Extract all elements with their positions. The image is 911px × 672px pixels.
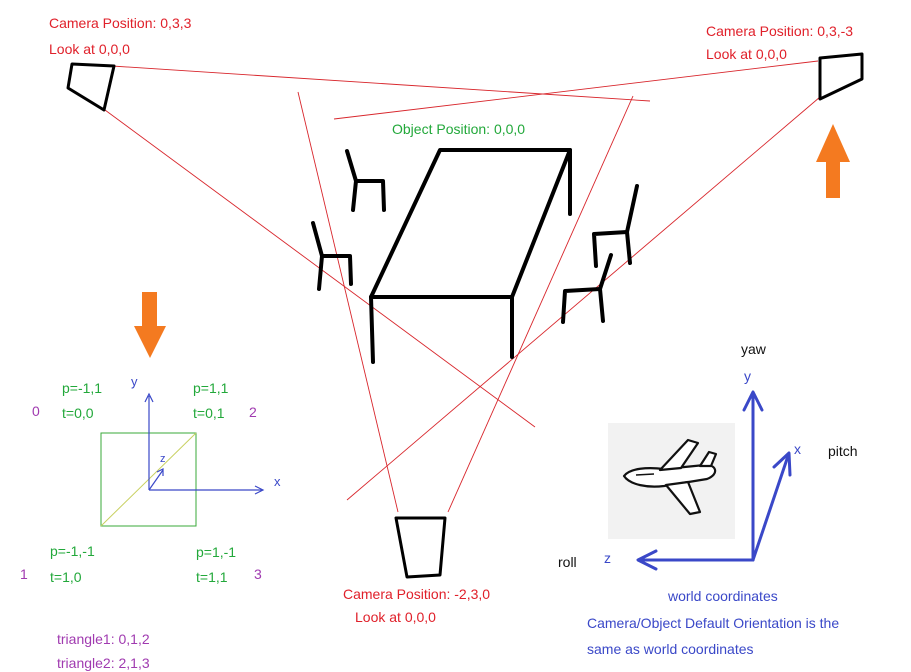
chair-icon (345, 149, 386, 212)
world-axes: y x z yaw pitch roll world coordinates C… (558, 341, 858, 657)
world-note-line1: Camera/Object Default Orientation is the (587, 615, 839, 631)
camera-top-right-position: Camera Position: 0,3,-3 (706, 23, 853, 39)
quad-z-label: z (160, 453, 166, 465)
vertex-2-p: p=1,1 (193, 380, 229, 396)
world-z-label: z (604, 550, 611, 566)
ray (346, 96, 821, 501)
quad-diagram: y x z p=-1,1 t=0,0 0 p=1,1 t=0,1 2 p=-1,… (20, 374, 281, 671)
ray (447, 95, 634, 513)
camera-icon (394, 516, 447, 579)
world-title: world coordinates (667, 588, 778, 604)
arrow-down-icon (134, 292, 166, 358)
camera-icon (818, 52, 864, 101)
chair-icon (311, 221, 353, 291)
vertex-3-t: t=1,1 (196, 569, 228, 585)
camera-icon (66, 62, 116, 112)
vertex-0-t: t=0,0 (62, 405, 94, 421)
quad-z-axis (148, 469, 164, 491)
world-x-label: x (794, 441, 801, 457)
camera-top-right-look-at: Look at 0,0,0 (706, 46, 787, 62)
camera-bottom-position: Camera Position: -2,3,0 (343, 586, 490, 602)
yaw-label: yaw (741, 341, 767, 357)
triangle-1: triangle1: 0,1,2 (57, 631, 150, 647)
vertex-1-index: 1 (20, 566, 28, 582)
vertex-3-p: p=1,-1 (196, 544, 236, 560)
world-note-line2: same as world coordinates (587, 641, 754, 657)
airplane-icon (622, 438, 718, 516)
ray (297, 91, 399, 513)
vertex-1-p: p=-1,-1 (50, 543, 95, 559)
camera-top-left-look-at: Look at 0,0,0 (49, 41, 130, 57)
pitch-label: pitch (828, 443, 858, 459)
vertex-1-t: t=1,0 (50, 569, 82, 585)
world-y-label: y (744, 368, 751, 384)
ray (111, 65, 651, 102)
quad-y-label: y (131, 374, 138, 389)
vertex-0-index: 0 (32, 403, 40, 419)
vertex-2-t: t=0,1 (193, 405, 225, 421)
camera-bottom-look-at: Look at 0,0,0 (355, 609, 436, 625)
arrow-up-icon (816, 124, 850, 198)
vertex-3-index: 3 (254, 566, 262, 582)
triangle-2: triangle2: 2,1,3 (57, 655, 150, 671)
frustum-rays (104, 60, 821, 513)
chair-icon (561, 253, 613, 324)
roll-label: roll (558, 554, 577, 570)
camera-top-left-position: Camera Position: 0,3,3 (49, 15, 192, 31)
vertex-2-index: 2 (249, 404, 257, 420)
ray (333, 60, 819, 120)
vertex-0-p: p=-1,1 (62, 380, 102, 396)
object-position: Object Position: 0,0,0 (392, 121, 525, 137)
chair-icon (592, 184, 639, 268)
quad-x-label: x (274, 474, 281, 489)
table-icon (369, 148, 572, 364)
